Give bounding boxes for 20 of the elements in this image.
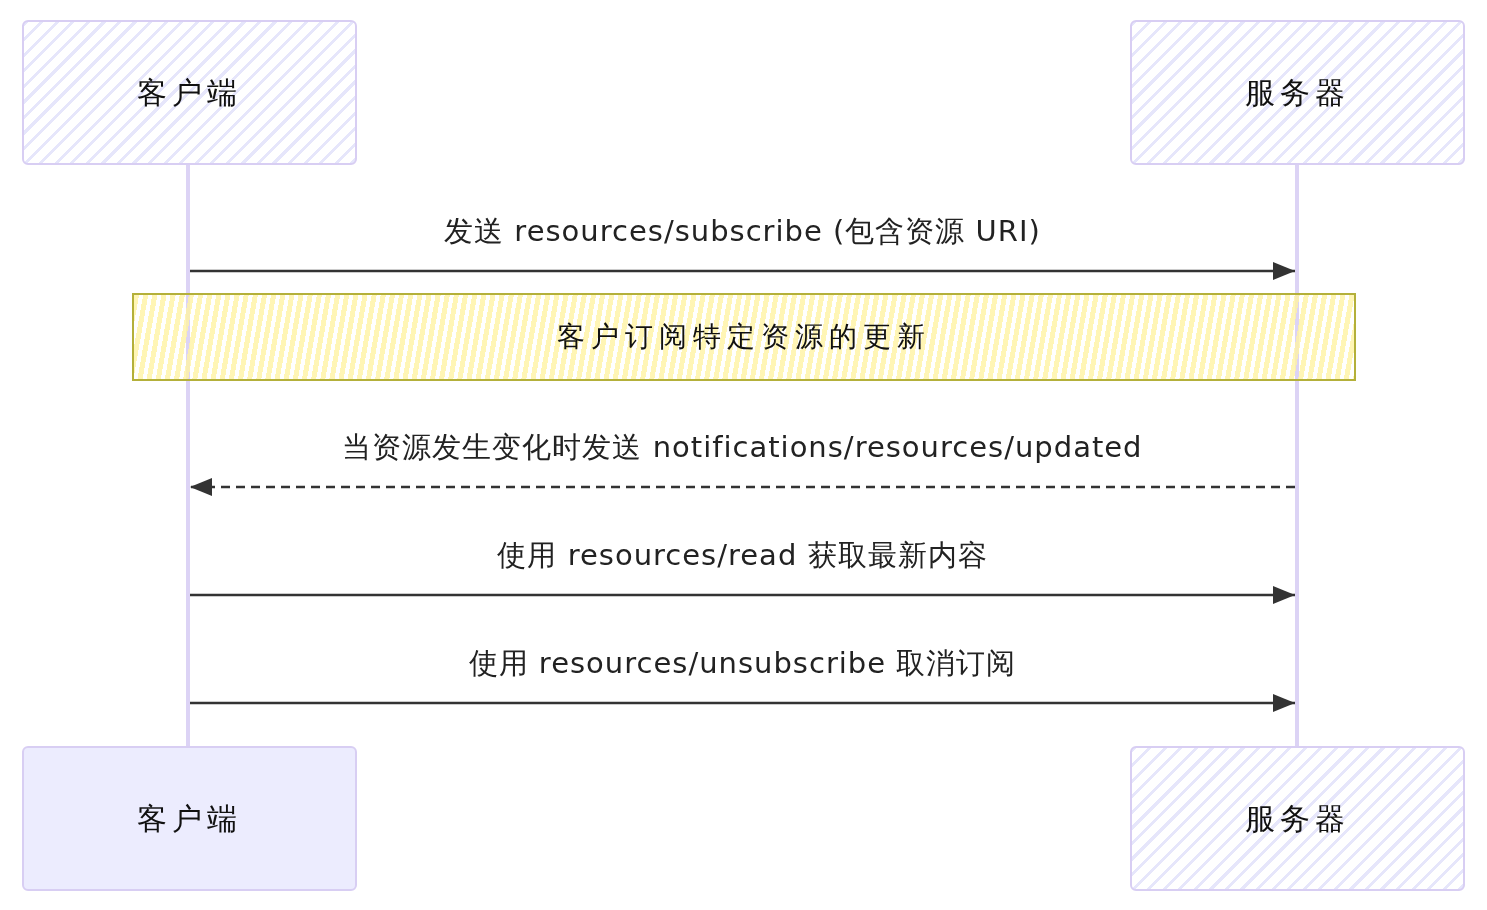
participant-box (22, 20, 357, 165)
lifeline (186, 165, 190, 746)
participant-label: 服务器 (1245, 77, 1350, 108)
participant-box (22, 746, 357, 891)
arrow (190, 694, 1295, 712)
participant-box (1130, 20, 1465, 165)
message-label: 当资源发生变化时发送 notifications/resources/updated (342, 429, 1143, 465)
lifeline (1295, 165, 1299, 746)
participant-box (1130, 746, 1465, 891)
message-label: 发送 resources/subscribe (包含资源 URI) (444, 213, 1041, 249)
participant-label: 客户端 (137, 77, 242, 108)
message-label: 使用 resources/read 获取最新内容 (497, 537, 988, 573)
message-label: 使用 resources/unsubscribe 取消订阅 (468, 645, 1017, 681)
arrow (190, 262, 1295, 280)
participant-label: 客户端 (137, 803, 242, 834)
note-text: 客户订阅特定资源的更新 (557, 323, 931, 351)
dashed-arrow (190, 478, 1295, 496)
arrow (190, 586, 1295, 604)
participant-label: 服务器 (1245, 803, 1350, 834)
note-box (132, 293, 1356, 381)
